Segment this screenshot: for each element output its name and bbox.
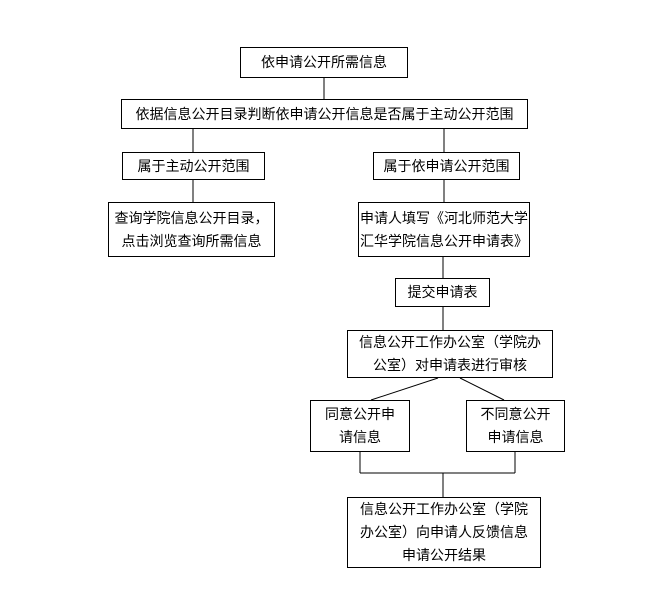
flow-node-on-request-scope: 属于依申请公开范围	[373, 152, 520, 180]
flow-node-label: 属于依申请公开范围	[383, 157, 510, 174]
flow-node-label: 申请信息	[487, 429, 544, 445]
flow-node-judge-scope: 依据信息公开目录判断依申请公开信息是否属于主动公开范围	[121, 99, 528, 129]
flow-node-label: 汇华学院信息公开申请表》	[360, 232, 528, 249]
flow-node-label: 提交申请表	[407, 284, 478, 300]
flow-node-label: 信息公开工作办公室（学院办	[359, 334, 541, 350]
flow-node-label: 不同意公开	[480, 406, 551, 422]
flow-node-browse-directory: 查询学院信息公开目录， 点击浏览查询所需信息	[108, 202, 275, 257]
flow-node-label: 请信息	[339, 429, 381, 445]
flow-node-feedback-result: 信息公开工作办公室（学院 办公室）向申请人反馈信息 申请公开结果	[347, 497, 541, 568]
flow-node-approve-disclosure: 同意公开申 请信息	[310, 400, 410, 452]
flow-node-submit-form: 提交申请表	[395, 278, 490, 307]
flow-node-reject-disclosure: 不同意公开 申请信息	[466, 400, 565, 452]
flow-node-active-disclosure-scope: 属于主动公开范围	[122, 152, 265, 180]
flow-node-label: 信息公开工作办公室（学院	[360, 501, 528, 517]
flow-node-label: 依据信息公开目录判断依申请公开信息是否属于主动公开范围	[135, 105, 514, 122]
flow-node-label: 同意公开申	[325, 406, 395, 422]
flow-node-label: 申请公开结果	[402, 547, 486, 563]
flow-node-label: 申请人填写《河北师范大学	[360, 209, 528, 226]
flow-node-label: 属于主动公开范围	[137, 157, 250, 174]
flow-node-label: 依申请公开所需信息	[261, 54, 387, 70]
flow-node-label: 点击浏览查询所需信息	[121, 232, 262, 249]
flow-node-office-review: 信息公开工作办公室（学院办 公室）对申请表进行审核	[347, 330, 553, 378]
flow-node-requested-info: 依申请公开所需信息	[240, 47, 408, 78]
flow-node-label: 办公室）向申请人反馈信息	[360, 524, 528, 540]
flow-node-label: 查询学院信息公开目录，	[114, 209, 269, 226]
flow-node-fill-application-form: 申请人填写《河北师范大学 汇华学院信息公开申请表》	[358, 202, 530, 257]
flow-node-label: 公室）对申请表进行审核	[373, 357, 527, 373]
